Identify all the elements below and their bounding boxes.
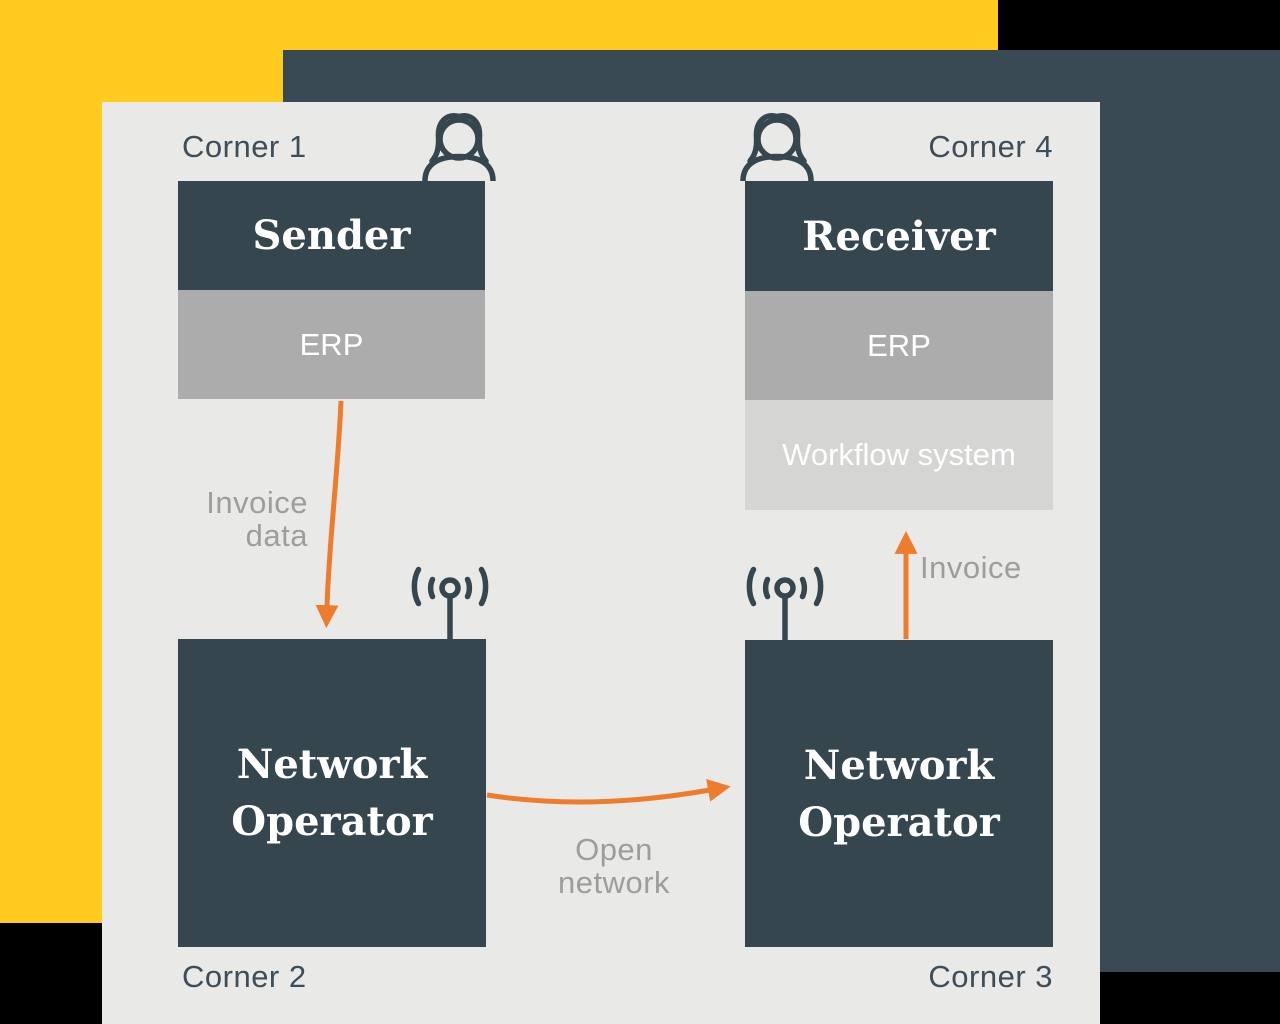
invoice-data-flow-label: Invoice data xyxy=(206,485,308,553)
corner-1-label: Corner 1 xyxy=(182,129,307,164)
receiver-erp-label: ERP xyxy=(867,327,931,363)
receiver-erp-layer: ERP xyxy=(745,291,1053,400)
network-operator-right-title: Network Operator xyxy=(798,741,1000,846)
invoice-data-arrow xyxy=(315,400,344,629)
receiver-workflow-layer: Workflow system xyxy=(745,400,1053,510)
sender-node: Sender ERP xyxy=(178,181,485,399)
antenna-icon xyxy=(411,566,489,640)
corner-4-label: Corner 4 xyxy=(928,129,1053,164)
diagram-panel: Corner 1 Corner 4 Corner 2 Corner 3 xyxy=(102,102,1100,1024)
receiver-workflow-label: Workflow system xyxy=(782,437,1016,472)
receiver-node: Receiver ERP Workflow system xyxy=(745,181,1053,510)
sender-title: Sender xyxy=(252,212,411,259)
sender-erp-layer: ERP xyxy=(178,290,485,399)
open-network-arrow xyxy=(486,779,731,805)
open-network-flow-label: Open network xyxy=(557,832,671,900)
corner-2-label: Corner 2 xyxy=(182,959,307,994)
antenna-icon xyxy=(746,566,824,640)
person-icon xyxy=(422,113,496,181)
corner-3-label: Corner 3 xyxy=(928,959,1053,994)
invoice-flow-label: Invoice xyxy=(920,550,1022,585)
network-operator-right-node: Network Operator xyxy=(745,640,1053,947)
receiver-title: Receiver xyxy=(802,212,996,260)
network-operator-left-title: Network Operator xyxy=(231,741,433,845)
receiver-header: Receiver xyxy=(745,181,1053,291)
sender-erp-label: ERP xyxy=(299,326,364,362)
network-operator-left-node: Network Operator xyxy=(178,639,486,947)
sender-header: Sender xyxy=(178,181,485,290)
person-icon xyxy=(740,113,814,181)
